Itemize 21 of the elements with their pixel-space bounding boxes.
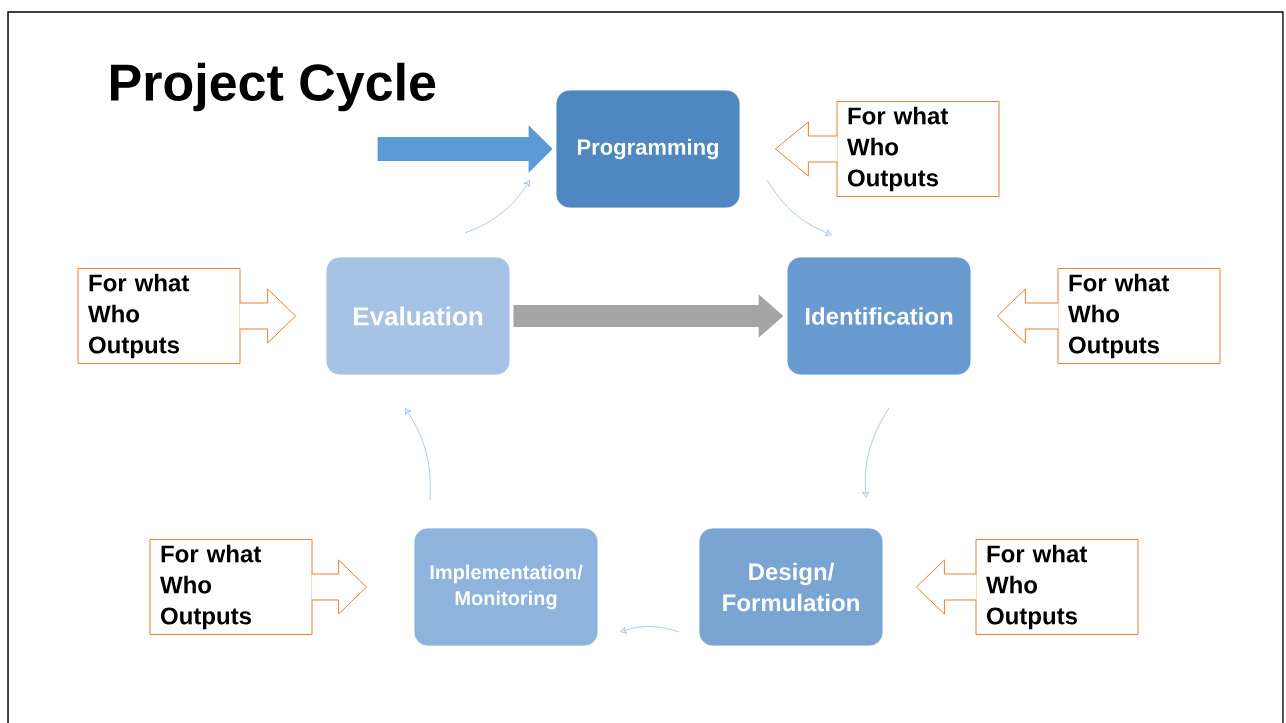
- block-arrow: [915, 559, 977, 615]
- curved-arrow: [766, 179, 832, 236]
- phase-box: Implementation/ Monitoring: [413, 527, 599, 647]
- curved-arrow: [620, 626, 680, 634]
- block-arrow: [311, 559, 368, 615]
- curved-arrow: [405, 408, 431, 501]
- callout-box: For what Who Outputs: [1057, 268, 1221, 364]
- block-arrow: [996, 288, 1059, 344]
- curved-arrow: [862, 407, 890, 498]
- curved-arrow: [464, 180, 530, 234]
- callout-box: For what Who Outputs: [77, 268, 241, 364]
- callout-box: For what Who Outputs: [975, 539, 1139, 635]
- title: Project Cycle: [111, 62, 436, 112]
- phase-box: Evaluation: [325, 256, 511, 376]
- block-arrow: [239, 288, 297, 344]
- phase-box: Identification: [786, 256, 972, 376]
- phase-box: Programming: [555, 89, 741, 209]
- block-arrow: [774, 121, 838, 177]
- callout-box: For what Who Outputs: [836, 101, 1000, 197]
- phase-box: Design/ Formulation: [698, 527, 884, 647]
- callout-box: For what Who Outputs: [149, 539, 313, 635]
